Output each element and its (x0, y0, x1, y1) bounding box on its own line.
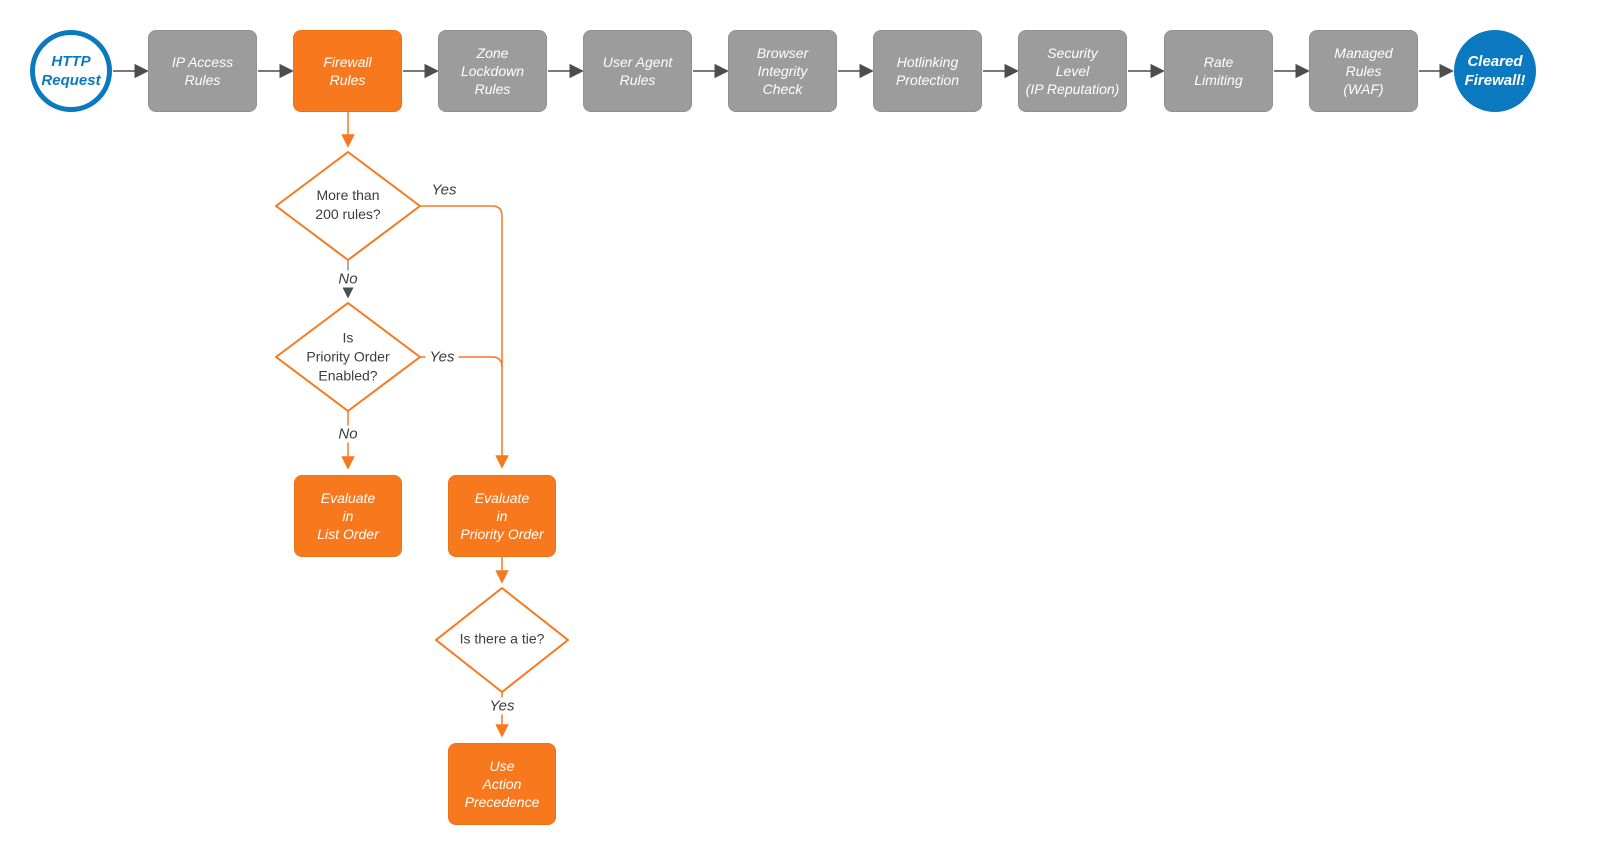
decision-priority-order-enabled-label: Is Priority Order Enabled? (306, 329, 390, 384)
action-use-action-precedence: Use Action Precedence (448, 743, 556, 825)
stage-label: IP Access Rules (171, 54, 234, 88)
edge-rules-yes-to-priority-order (420, 205, 509, 469)
stage-zone-lockdown-rules: Zone Lockdown Rules (438, 30, 547, 112)
stage-label: Managed Rules (WAF) (1334, 45, 1393, 97)
stage-label: Browser Integrity Check (756, 45, 809, 97)
stage-label: Rate Limiting (1194, 54, 1243, 88)
action-evaluate-in-list-order: Evaluate in List Order (294, 475, 402, 557)
stage-label: Hotlinking Protection (895, 54, 960, 88)
stage-managed-rules-waf: Managed Rules (WAF) (1309, 30, 1418, 112)
action-label: Use Action Precedence (464, 758, 540, 810)
stage-label: Firewall Rules (323, 54, 372, 88)
stage-label: Security Level (IP Reputation) (1025, 45, 1120, 97)
edge-label-tie-yes: Yes (485, 697, 519, 715)
stage-label: User Agent Rules (602, 54, 673, 88)
end-node-cleared-firewall: Cleared Firewall! (1454, 30, 1536, 112)
stage-ip-access-rules: IP Access Rules (148, 30, 257, 112)
stage-user-agent-rules: User Agent Rules (583, 30, 692, 112)
stage-rate-limiting: Rate Limiting (1164, 30, 1273, 112)
edge-label-rules-no: No (334, 270, 362, 288)
end-node-label: Cleared Firewall! (1464, 53, 1526, 89)
decision-more-than-200-rules-shape (275, 151, 421, 261)
stage-firewall-rules: Firewall Rules (293, 30, 402, 112)
stage-hotlinking-protection: Hotlinking Protection (873, 30, 982, 112)
edge-priority-yes-merge (420, 356, 503, 368)
stage-label: Zone Lockdown Rules (460, 45, 525, 97)
decision-is-there-a-tie-label: Is there a tie? (459, 630, 545, 647)
edge-label-rules-yes: Yes (427, 181, 461, 199)
edge-label-priority-yes: Yes (425, 348, 459, 366)
start-node-http-request: HTTP Request (30, 30, 112, 112)
decision-more-than-200-rules-label: More than 200 rules? (315, 187, 381, 222)
action-evaluate-in-priority-order: Evaluate in Priority Order (448, 475, 556, 557)
start-node-label: HTTP Request (41, 53, 101, 89)
decision-priority-order-enabled-shape (275, 302, 421, 412)
stage-security-level: Security Level (IP Reputation) (1018, 30, 1127, 112)
decision-diamonds (275, 151, 569, 693)
decision-is-there-a-tie-shape (435, 587, 569, 693)
edge-label-priority-no: No (334, 425, 362, 443)
stage-browser-integrity-check: Browser Integrity Check (728, 30, 837, 112)
action-label: Evaluate in Priority Order (460, 490, 544, 542)
action-label: Evaluate in List Order (317, 490, 379, 542)
